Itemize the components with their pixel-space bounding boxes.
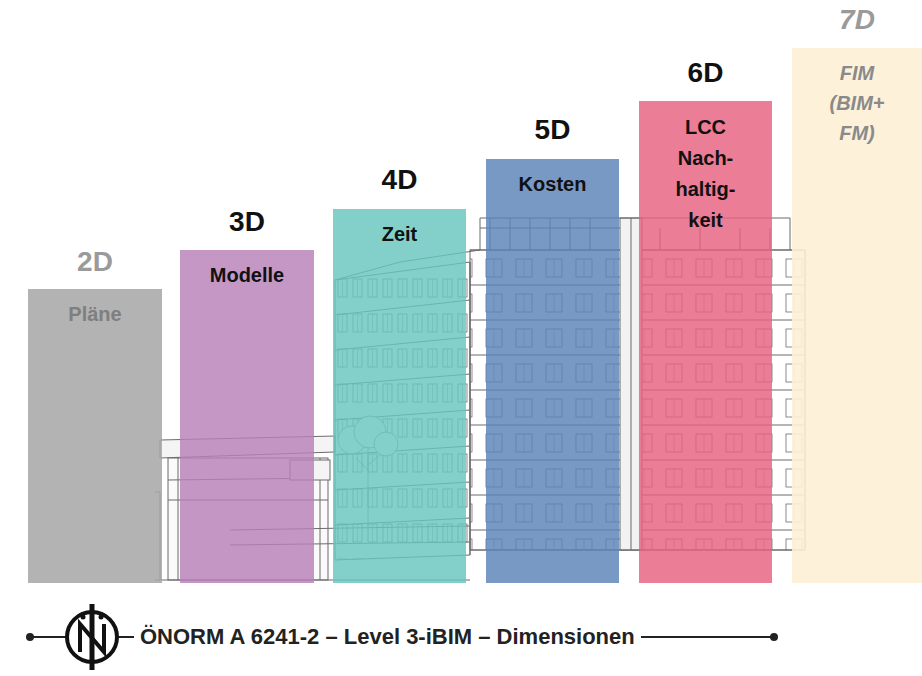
caption: ÖNORM A 6241-2 – Level 3-iBIM – Dimensio… [134, 623, 641, 651]
dimension-label: Kosten [491, 172, 615, 196]
band-fill: FIM (BIM+ FM) [792, 48, 922, 583]
dimension-band: LCC Nach- haltig- keit 6D [639, 56, 772, 583]
dimension-heading: 3D [180, 205, 314, 239]
dimension-label: Modelle [185, 263, 309, 287]
dimension-heading: 5D [486, 113, 619, 147]
band-fill: Modelle [180, 250, 314, 583]
dimension-band: Zeit 4D [333, 163, 466, 583]
dimension-band: FIM (BIM+ FM) 7D [792, 3, 922, 583]
dimension-band: Pläne 2D [28, 245, 162, 583]
dimension-label: FIM (BIM+ FM) [823, 58, 891, 148]
dimension-band: Modelle 3D [180, 205, 314, 583]
dimension-heading: 4D [333, 163, 466, 197]
oenorm-logo [67, 604, 117, 670]
dimension-label: Zeit [338, 222, 462, 246]
dimension-label: LCC Nach- haltig- keit [664, 112, 748, 236]
band-fill: Pläne [28, 289, 162, 583]
dimension-heading: 7D [792, 3, 922, 37]
band-fill: Kosten [486, 159, 619, 583]
dimension-label: Pläne [35, 302, 155, 326]
dimension-heading: 2D [28, 245, 162, 279]
dimension-band: Kosten 5D [486, 113, 619, 583]
dimension-heading: 6D [639, 56, 772, 90]
band-fill: LCC Nach- haltig- keit [639, 101, 772, 583]
band-fill: Zeit [333, 209, 466, 583]
